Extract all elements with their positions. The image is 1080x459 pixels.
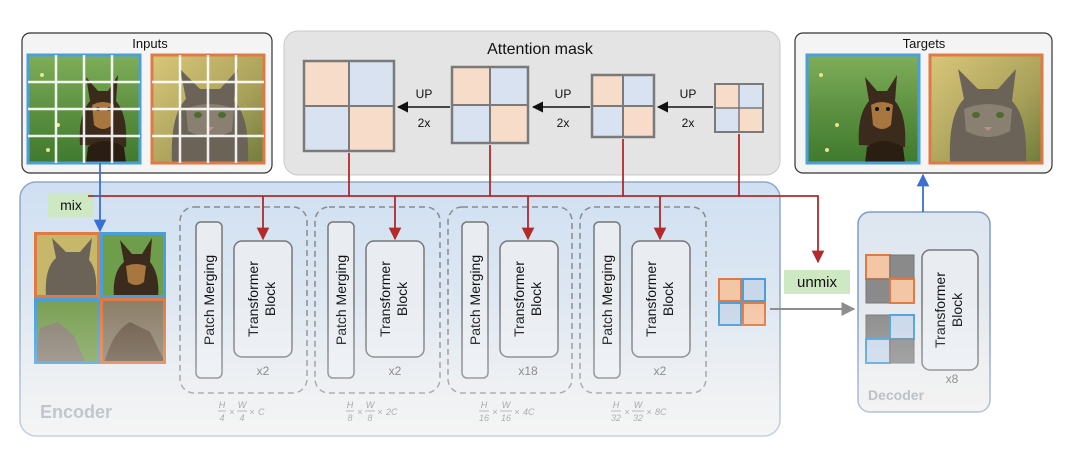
transformer-block-line1: Transformer	[643, 261, 659, 337]
svg-text:8: 8	[367, 413, 372, 423]
encoder-output-grid	[718, 278, 766, 326]
decoder-block-line1: Transformer	[932, 272, 948, 348]
svg-text:H: H	[347, 400, 354, 410]
patch-merging-label: Patch Merging	[333, 255, 349, 345]
svg-text:×: ×	[492, 407, 497, 417]
mix-label-box	[48, 193, 94, 217]
svg-text:32: 32	[633, 413, 643, 423]
svg-text:×: ×	[514, 407, 519, 417]
attention-mask-title: Attention mask	[487, 41, 594, 58]
attention-mask-1	[302, 59, 396, 153]
input-cat-image	[150, 53, 266, 165]
svg-text:C: C	[258, 407, 265, 417]
transformer-block-line1: Transformer	[377, 261, 393, 337]
svg-text:H: H	[481, 400, 488, 410]
target-dog-image	[805, 53, 921, 165]
mask-connectors	[88, 134, 825, 264]
svg-text:H: H	[613, 400, 620, 410]
inputs-title: Inputs	[132, 36, 168, 51]
decoder-block-line2: Block	[949, 292, 965, 327]
svg-text:×: ×	[624, 407, 629, 417]
svg-text:8: 8	[347, 413, 352, 423]
decoder-title: Decoder	[868, 387, 925, 403]
patch-merging-label: Patch Merging	[201, 255, 217, 345]
upsample-3-label: UP	[680, 87, 697, 101]
transformer-block-line2: Block	[262, 281, 278, 316]
transformer-block-line1: Transformer	[511, 261, 527, 337]
input-dog-image	[26, 53, 142, 165]
svg-text:×: ×	[646, 407, 651, 417]
unmix-label: unmix	[797, 274, 838, 291]
upsample-1-label: UP	[416, 87, 433, 101]
svg-text:16: 16	[501, 413, 511, 423]
repeat-count: x2	[654, 364, 667, 378]
mix-label: mix	[60, 197, 82, 213]
upsample-2-label: UP	[555, 87, 572, 101]
attention-mask-2	[450, 65, 530, 145]
patch-merging-label: Patch Merging	[467, 255, 483, 345]
attention-mask-4	[714, 83, 764, 133]
attention-mask-3	[590, 73, 656, 139]
repeat-count: x2	[389, 364, 402, 378]
patch-merging-label: Patch Merging	[599, 255, 615, 345]
upsample-2-factor: 2x	[557, 116, 570, 130]
svg-text:8C: 8C	[655, 407, 667, 417]
svg-text:16: 16	[479, 413, 489, 423]
svg-text:4: 4	[219, 413, 224, 423]
svg-text:×: ×	[249, 407, 254, 417]
decoder-repeat-count: x8	[946, 372, 959, 386]
svg-text:2C: 2C	[385, 407, 398, 417]
transformer-block-line2: Block	[528, 281, 544, 316]
transformer-block-line1: Transformer	[245, 261, 261, 337]
svg-text:×: ×	[357, 407, 362, 417]
decoder-grid-2	[865, 314, 915, 364]
target-cat-image	[928, 53, 1044, 165]
svg-text:×: ×	[377, 407, 382, 417]
repeat-count: x18	[518, 364, 538, 378]
mixed-image	[34, 232, 166, 364]
decoder-grid-1	[865, 254, 915, 304]
targets-title: Targets	[903, 36, 946, 51]
upsample-1-factor: 2x	[418, 116, 431, 130]
transformer-block-line2: Block	[660, 281, 676, 316]
transformer-block-line2: Block	[394, 281, 410, 316]
svg-text:H: H	[219, 400, 226, 410]
upsample-3-factor: 2x	[682, 116, 695, 130]
svg-text:4C: 4C	[523, 407, 535, 417]
svg-text:32: 32	[611, 413, 621, 423]
svg-text:4: 4	[239, 413, 244, 423]
repeat-count: x2	[257, 364, 270, 378]
svg-text:×: ×	[229, 407, 234, 417]
unmix-label-box	[784, 270, 850, 294]
encoder-title: Encoder	[40, 402, 112, 422]
